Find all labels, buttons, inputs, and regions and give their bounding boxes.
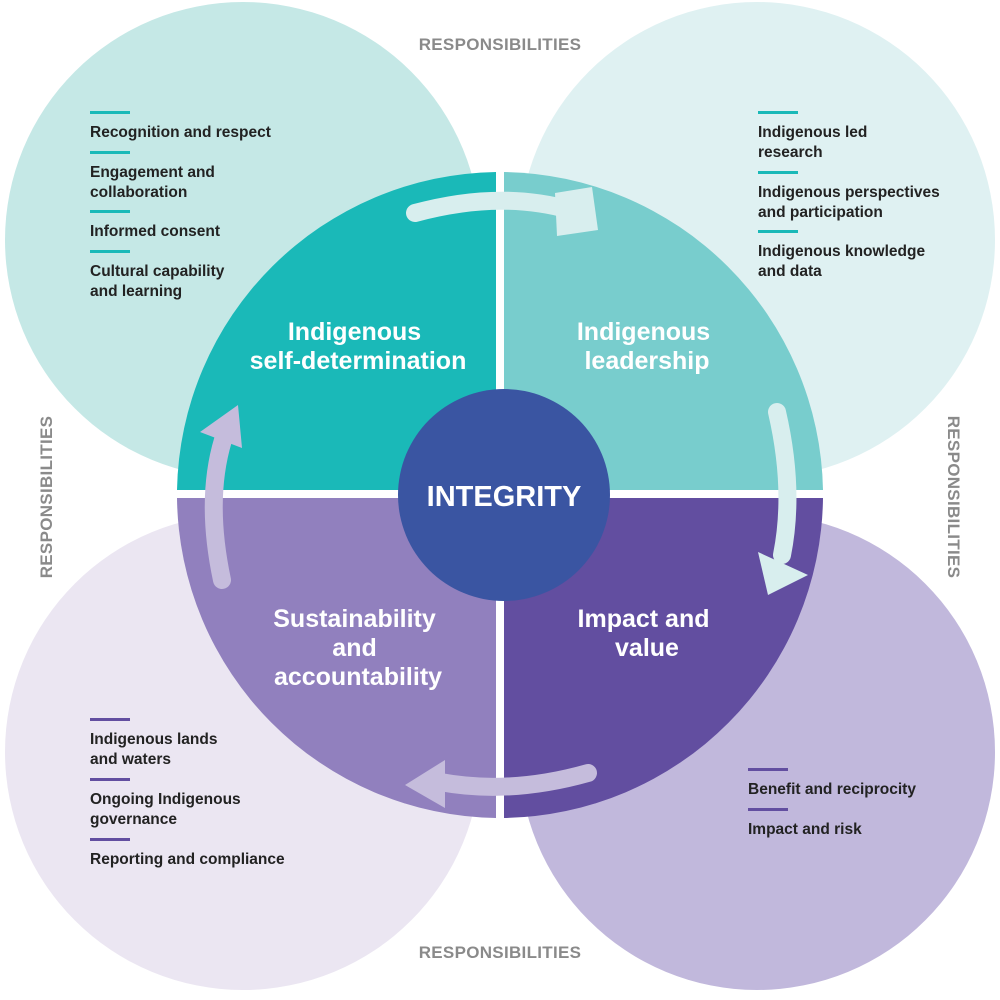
list-bullet-bar bbox=[758, 230, 798, 233]
center-circle bbox=[398, 389, 610, 601]
responsibilities-bottom: RESPONSIBILITIES bbox=[419, 943, 582, 962]
quadrant-self-determination bbox=[177, 172, 496, 490]
quadrant-sustainability bbox=[177, 498, 496, 818]
list-bullet-bar bbox=[748, 808, 788, 811]
list-bullet-bar bbox=[90, 111, 130, 114]
label-line: self-determination bbox=[250, 347, 467, 375]
arrow-right-icon bbox=[758, 403, 808, 595]
list-item: Impact and risk bbox=[748, 821, 862, 838]
quadrant-label-leadership: Indigenous leadership bbox=[577, 318, 717, 375]
arrow-left-icon bbox=[200, 405, 242, 589]
arrow-top-icon bbox=[406, 187, 598, 236]
label-line: Sustainability bbox=[273, 605, 436, 633]
quadrant-label-impact: Impact and value bbox=[578, 605, 717, 662]
list-bullet-bar bbox=[90, 838, 130, 841]
label-line: Impact and bbox=[578, 605, 710, 633]
quadrant-label-sustainability: Sustainability and accountability bbox=[273, 605, 443, 691]
list-item: Reporting and compliance bbox=[90, 851, 285, 868]
responsibilities-left: RESPONSIBILITIES bbox=[37, 416, 56, 579]
list-bullet-bar bbox=[90, 151, 130, 154]
list-bullet-bar bbox=[758, 171, 798, 174]
center-label: INTEGRITY bbox=[427, 481, 582, 513]
label-line: accountability bbox=[274, 663, 442, 691]
list-bullet-bar bbox=[90, 210, 130, 213]
responsibilities-top: RESPONSIBILITIES bbox=[419, 35, 582, 54]
list-bullet-bar bbox=[90, 250, 130, 253]
list-bullet-bar bbox=[758, 111, 798, 114]
list-bullet-bar bbox=[90, 778, 130, 781]
list-bottom-right: Benefit and reciprocity Impact and risk bbox=[748, 768, 916, 838]
list-item: Informed consent bbox=[90, 223, 220, 240]
list-bullet-bar bbox=[748, 768, 788, 771]
quadrant-label-self-determination: Indigenous self-determination bbox=[250, 318, 467, 375]
quadrant-leadership bbox=[504, 172, 823, 490]
list-bullet-bar bbox=[90, 718, 130, 721]
label-line: and bbox=[332, 634, 376, 662]
responsibilities-right: RESPONSIBILITIES bbox=[944, 416, 963, 579]
list-item: Benefit and reciprocity bbox=[748, 781, 916, 798]
label-line: Indigenous bbox=[288, 318, 421, 346]
label-line: Indigenous bbox=[577, 318, 710, 346]
quadrant-impact bbox=[504, 498, 823, 818]
list-item: Recognition and respect bbox=[90, 124, 271, 141]
arrow-bottom-icon bbox=[405, 760, 597, 808]
label-line: leadership bbox=[584, 347, 709, 375]
label-line: value bbox=[615, 634, 679, 662]
